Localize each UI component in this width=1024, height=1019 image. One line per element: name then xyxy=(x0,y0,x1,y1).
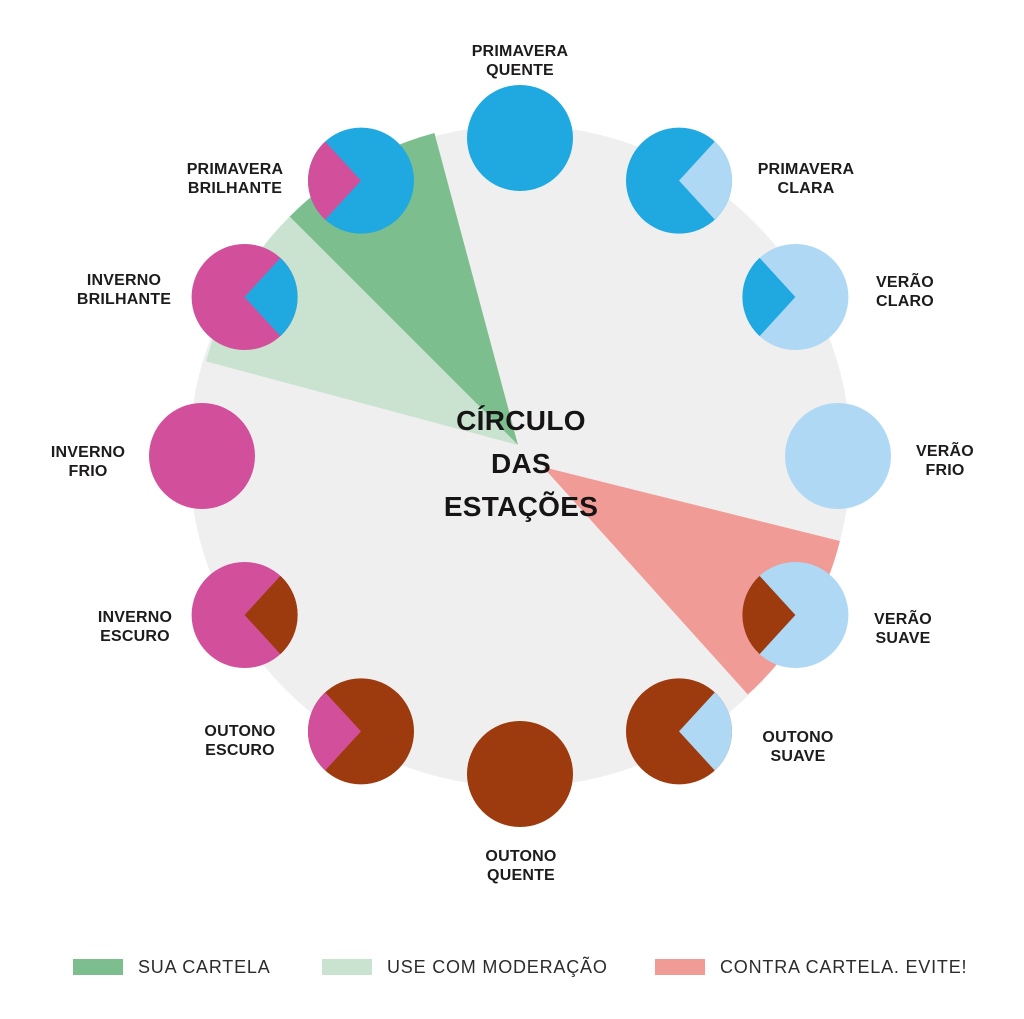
segment-circle-primavera-quente xyxy=(467,85,573,191)
label-primavera-clara: PRIMAVERA CLARA xyxy=(758,160,855,198)
wheel-title-line-1: CÍRCULO xyxy=(456,405,586,436)
label-line: INVERNO xyxy=(86,272,162,289)
segment-wedge-verao-claro xyxy=(742,257,796,337)
label-line: BRILHANTE xyxy=(187,180,283,197)
label-line: CLARO xyxy=(876,293,934,310)
label-verao-frio: VERÃO FRIO xyxy=(916,442,974,480)
label-outono-quente: OUTONO QUENTE xyxy=(485,847,556,885)
label-outono-escuro: OUTONO ESCURO xyxy=(204,722,275,760)
segment-outono-suave xyxy=(626,678,733,785)
label-line: OUTONO xyxy=(485,848,557,865)
segment-wedge-outono-escuro xyxy=(307,692,361,771)
segment-wedge-primavera-clara xyxy=(679,141,733,220)
segment-primavera-clara xyxy=(626,127,733,234)
label-line: QUENTE xyxy=(487,867,555,884)
wheel-title-line-2: DAS xyxy=(490,448,552,479)
label-outono-suave: OUTONO SUAVE xyxy=(762,728,833,766)
segment-wedge-verao-suave xyxy=(742,575,796,655)
wheel-title-line-3: ESTAÇÕES xyxy=(443,491,599,522)
legend-label-sua-cartela: SUA CARTELA xyxy=(138,956,271,977)
label-line: QUENTE xyxy=(486,62,554,79)
legend-label-contra-cartela: CONTRA CARTELA. EVITE! xyxy=(720,956,968,977)
segment-primavera-brilhante xyxy=(307,127,414,234)
label-line: OUTONO xyxy=(204,723,276,740)
label-line: OUTONO xyxy=(762,729,834,746)
label-inverno-escuro: INVERNO ESCURO xyxy=(98,608,172,646)
segment-outono-quente xyxy=(467,721,573,827)
label-line: PRIMAVERA xyxy=(186,161,284,178)
label-line: FRIO xyxy=(925,462,965,479)
label-inverno-brilhante: INVERNO BRILHANTE xyxy=(77,271,171,309)
legend-item-sua-cartela: SUA CARTELA xyxy=(73,952,271,982)
label-line: CLARA xyxy=(777,180,835,197)
label-line: VERÃO xyxy=(916,443,974,460)
segment-circle-inverno-frio xyxy=(149,403,255,509)
label-line: VERÃO xyxy=(876,274,934,291)
label-line: INVERNO xyxy=(50,444,126,461)
label-verao-claro: VERÃO CLARO xyxy=(876,273,934,311)
legend-swatch-sua-cartela xyxy=(73,959,123,975)
label-line: ESCURO xyxy=(205,742,275,759)
segment-inverno-frio xyxy=(149,403,255,509)
legend-swatch-use-com-moderacao xyxy=(322,959,372,975)
label-line: INVERNO xyxy=(97,609,173,626)
segment-inverno-escuro xyxy=(191,562,298,668)
label-line: BRILHANTE xyxy=(76,291,172,308)
label-line: VERÃO xyxy=(874,611,932,628)
segment-inverno-brilhante xyxy=(191,244,298,350)
label-line: PRIMAVERA xyxy=(471,43,569,60)
label-line: PRIMAVERA xyxy=(757,161,855,178)
label-line: SUAVE xyxy=(770,748,826,765)
legend-label-use-com-moderacao: USE COM MODERAÇÃO xyxy=(387,956,608,977)
legend-item-use-com-moderacao: USE COM MODERAÇÃO xyxy=(322,952,608,982)
segment-verao-frio xyxy=(785,403,891,509)
segment-verao-claro xyxy=(742,244,849,350)
legend-item-contra-cartela: CONTRA CARTELA. EVITE! xyxy=(655,952,967,982)
legend-swatch-contra-cartela xyxy=(655,959,705,975)
label-primavera-brilhante: PRIMAVERA BRILHANTE xyxy=(187,160,284,198)
segment-verao-suave xyxy=(742,562,849,668)
segment-primavera-quente xyxy=(467,85,573,191)
wheel-title: CÍRCULO DAS ESTAÇÕES xyxy=(444,399,598,528)
label-inverno-frio: INVERNO FRIO xyxy=(51,443,125,481)
label-line: FRIO xyxy=(68,463,108,480)
label-line: ESCURO xyxy=(100,628,170,645)
segment-wedge-primavera-brilhante xyxy=(307,141,361,220)
segment-wedge-inverno-brilhante xyxy=(244,257,298,337)
segment-outono-escuro xyxy=(307,678,414,785)
label-verao-suave: VERÃO SUAVE xyxy=(874,610,932,648)
label-primavera-quente: PRIMAVERA QUENTE xyxy=(472,42,569,80)
segment-circle-verao-frio xyxy=(785,403,891,509)
segment-wedge-outono-suave xyxy=(679,692,733,771)
segment-wedge-inverno-escuro xyxy=(244,575,298,655)
segment-circle-outono-quente xyxy=(467,721,573,827)
label-line: SUAVE xyxy=(875,630,931,647)
